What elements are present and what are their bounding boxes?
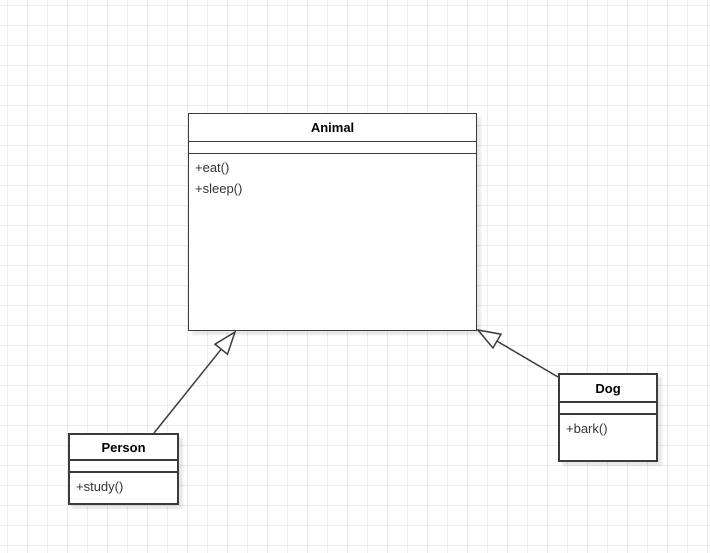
- class-animal-name: Animal: [189, 114, 476, 142]
- inheritance-arrow-dog-to-animal[interactable]: [476, 328, 559, 378]
- class-dog[interactable]: Dog +bark(): [558, 373, 658, 462]
- method-line: +sleep(): [195, 181, 243, 196]
- class-person-attributes: [70, 461, 177, 473]
- method-line: +study(): [76, 479, 124, 494]
- class-person[interactable]: Person +study(): [68, 433, 179, 505]
- class-dog-attributes: [560, 403, 656, 415]
- edge-line: [496, 340, 559, 378]
- hollow-triangle-arrowhead-icon: [213, 330, 237, 356]
- hollow-triangle-arrowhead-icon: [476, 328, 503, 350]
- method-line: +bark(): [566, 421, 608, 436]
- class-animal-attributes: [189, 142, 476, 154]
- class-person-methods: +study(): [70, 473, 177, 497]
- class-dog-name: Dog: [560, 375, 656, 403]
- method-line: +eat(): [195, 160, 230, 175]
- inheritance-arrow-person-to-animal[interactable]: [153, 330, 237, 434]
- class-dog-methods: +bark(): [560, 415, 656, 439]
- edge-line: [153, 348, 222, 434]
- class-person-name: Person: [70, 435, 177, 461]
- class-animal-methods: +eat() +sleep(): [189, 154, 476, 199]
- class-animal[interactable]: Animal +eat() +sleep(): [188, 113, 477, 331]
